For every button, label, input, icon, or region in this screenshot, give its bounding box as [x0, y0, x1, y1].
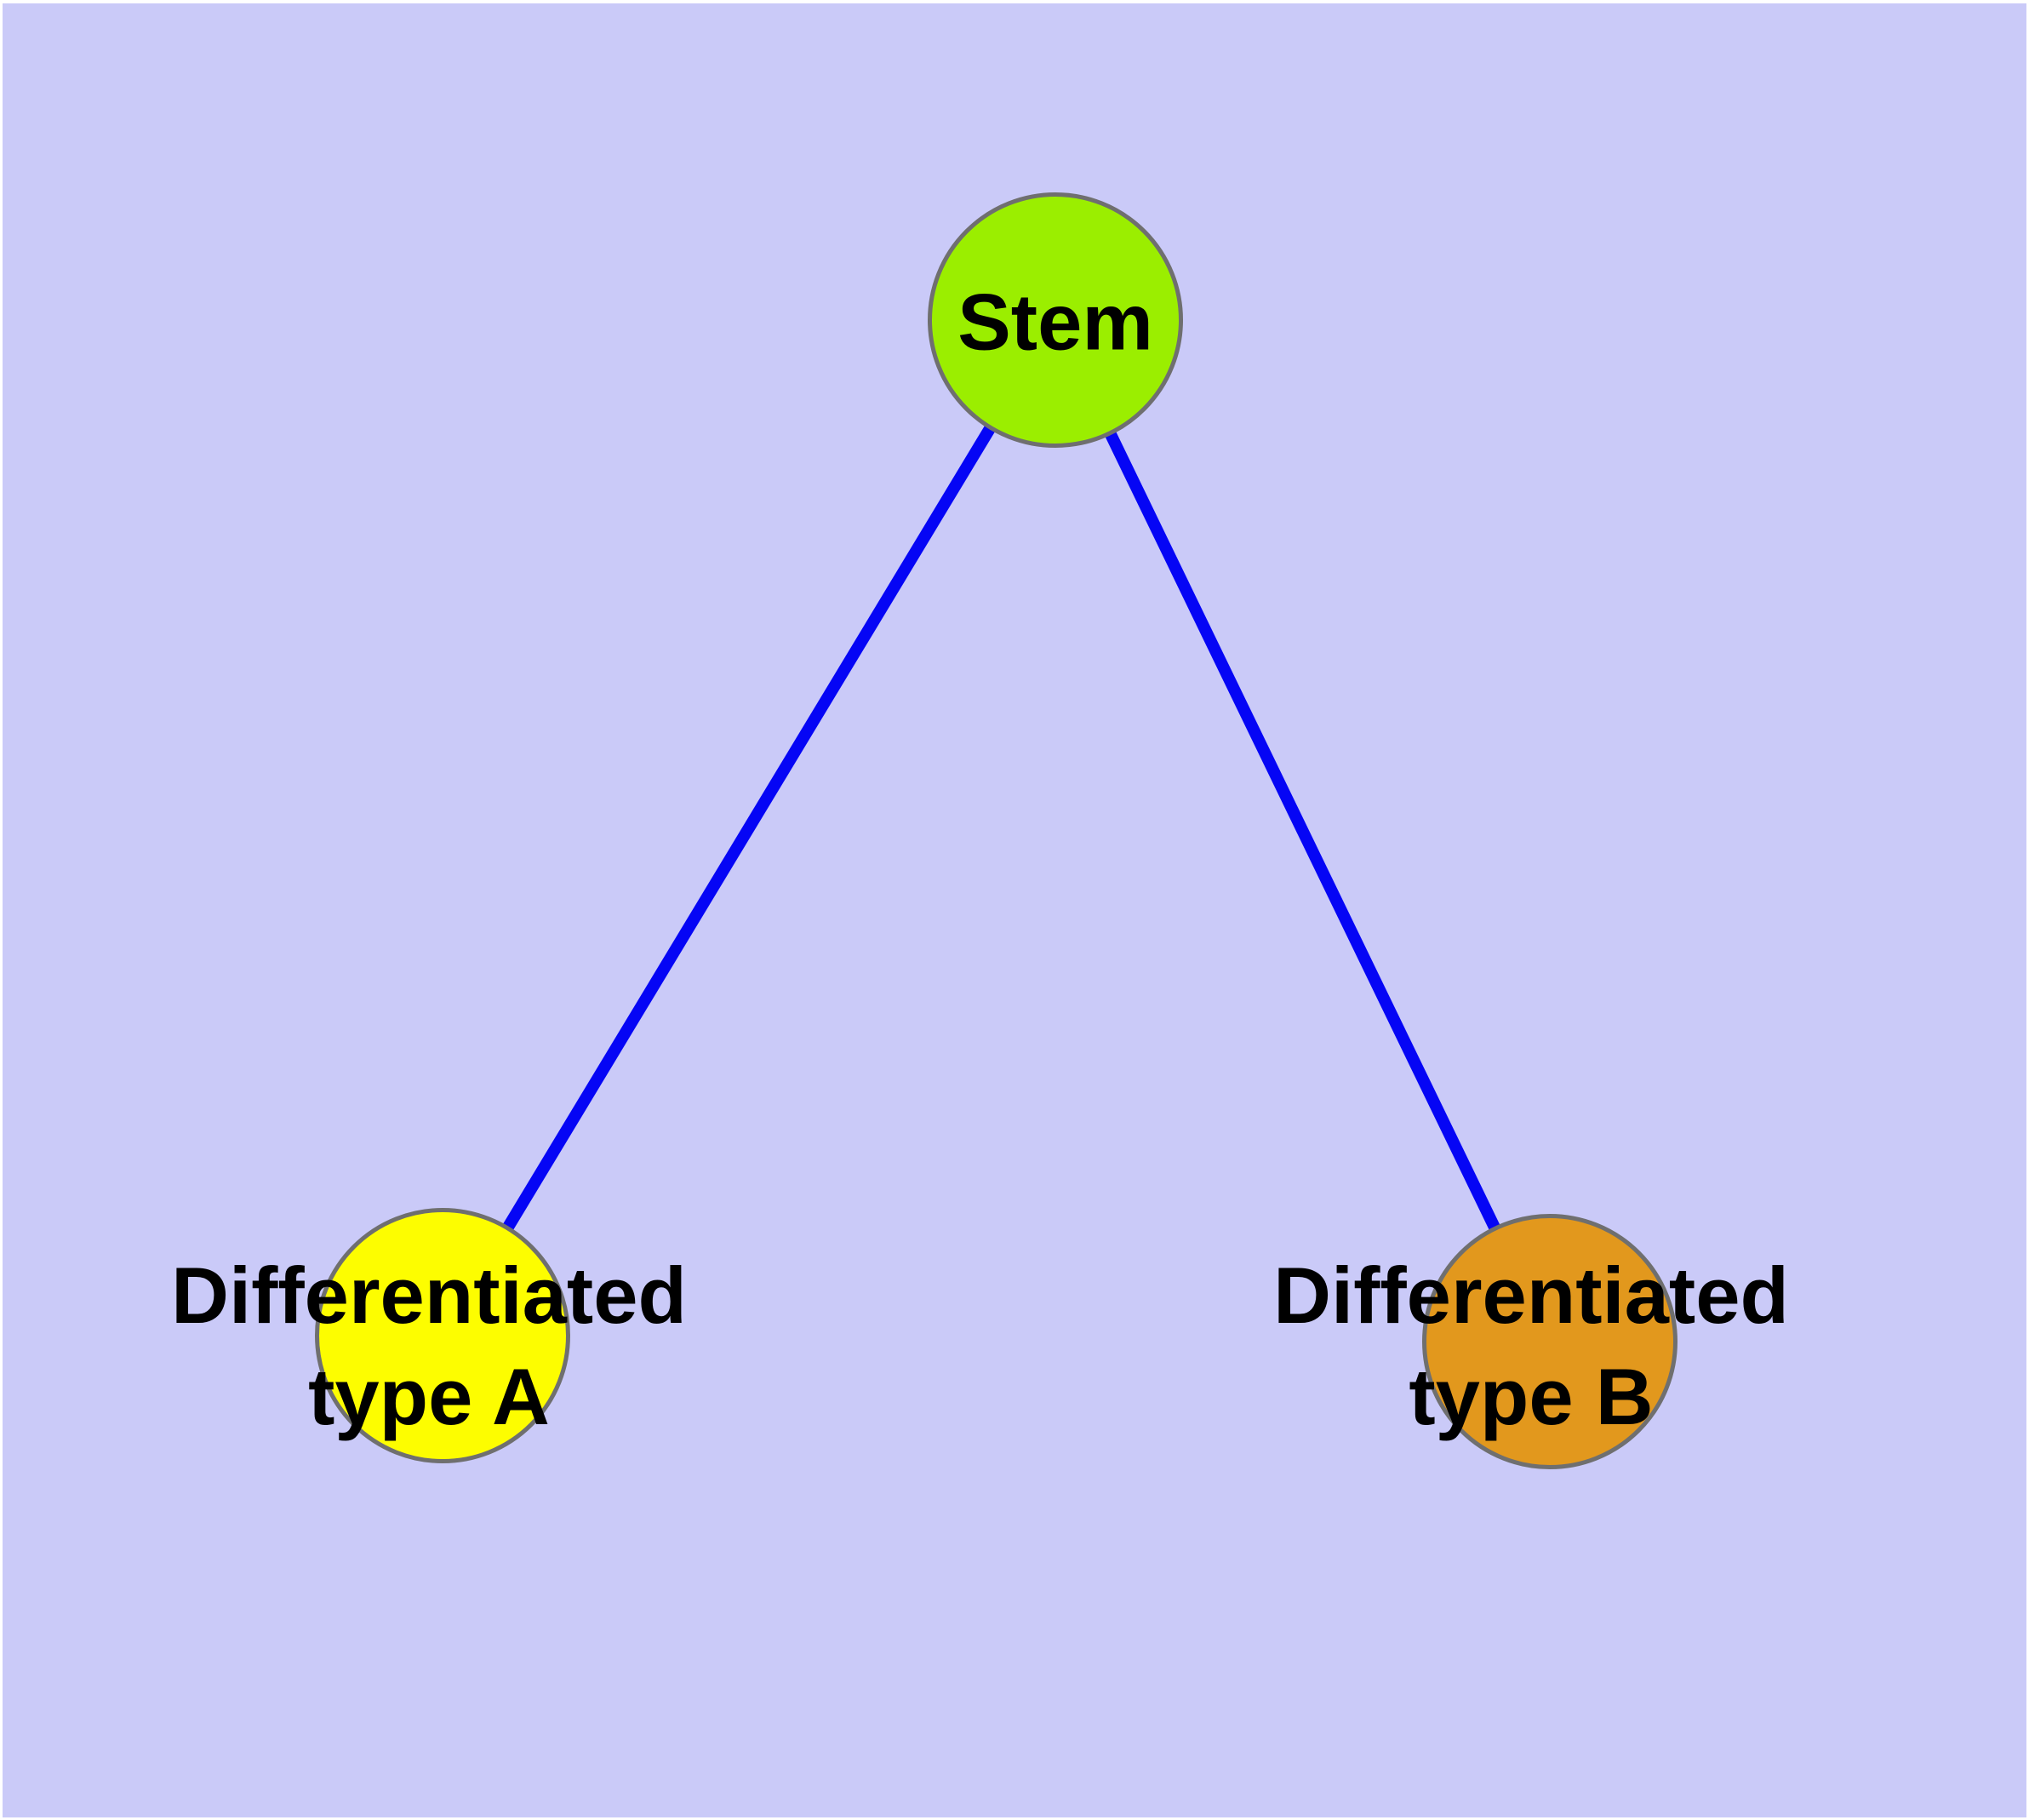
node-type-a-label: Differentiated type A	[171, 1251, 687, 1441]
node-differentiated-type-b	[1422, 1214, 1677, 1469]
edge-stem-to-type-a	[437, 317, 1060, 1339]
node-differentiated-type-a	[315, 1208, 570, 1463]
node-stem-label: Stem	[957, 277, 1153, 367]
node-stem	[928, 192, 1183, 448]
diagram-canvas: Stem Differentiated type A Differentiate…	[3, 3, 2026, 1817]
node-type-b-label: Differentiated type B	[1273, 1251, 1789, 1441]
edge-stem-to-type-b	[1049, 317, 1556, 1345]
